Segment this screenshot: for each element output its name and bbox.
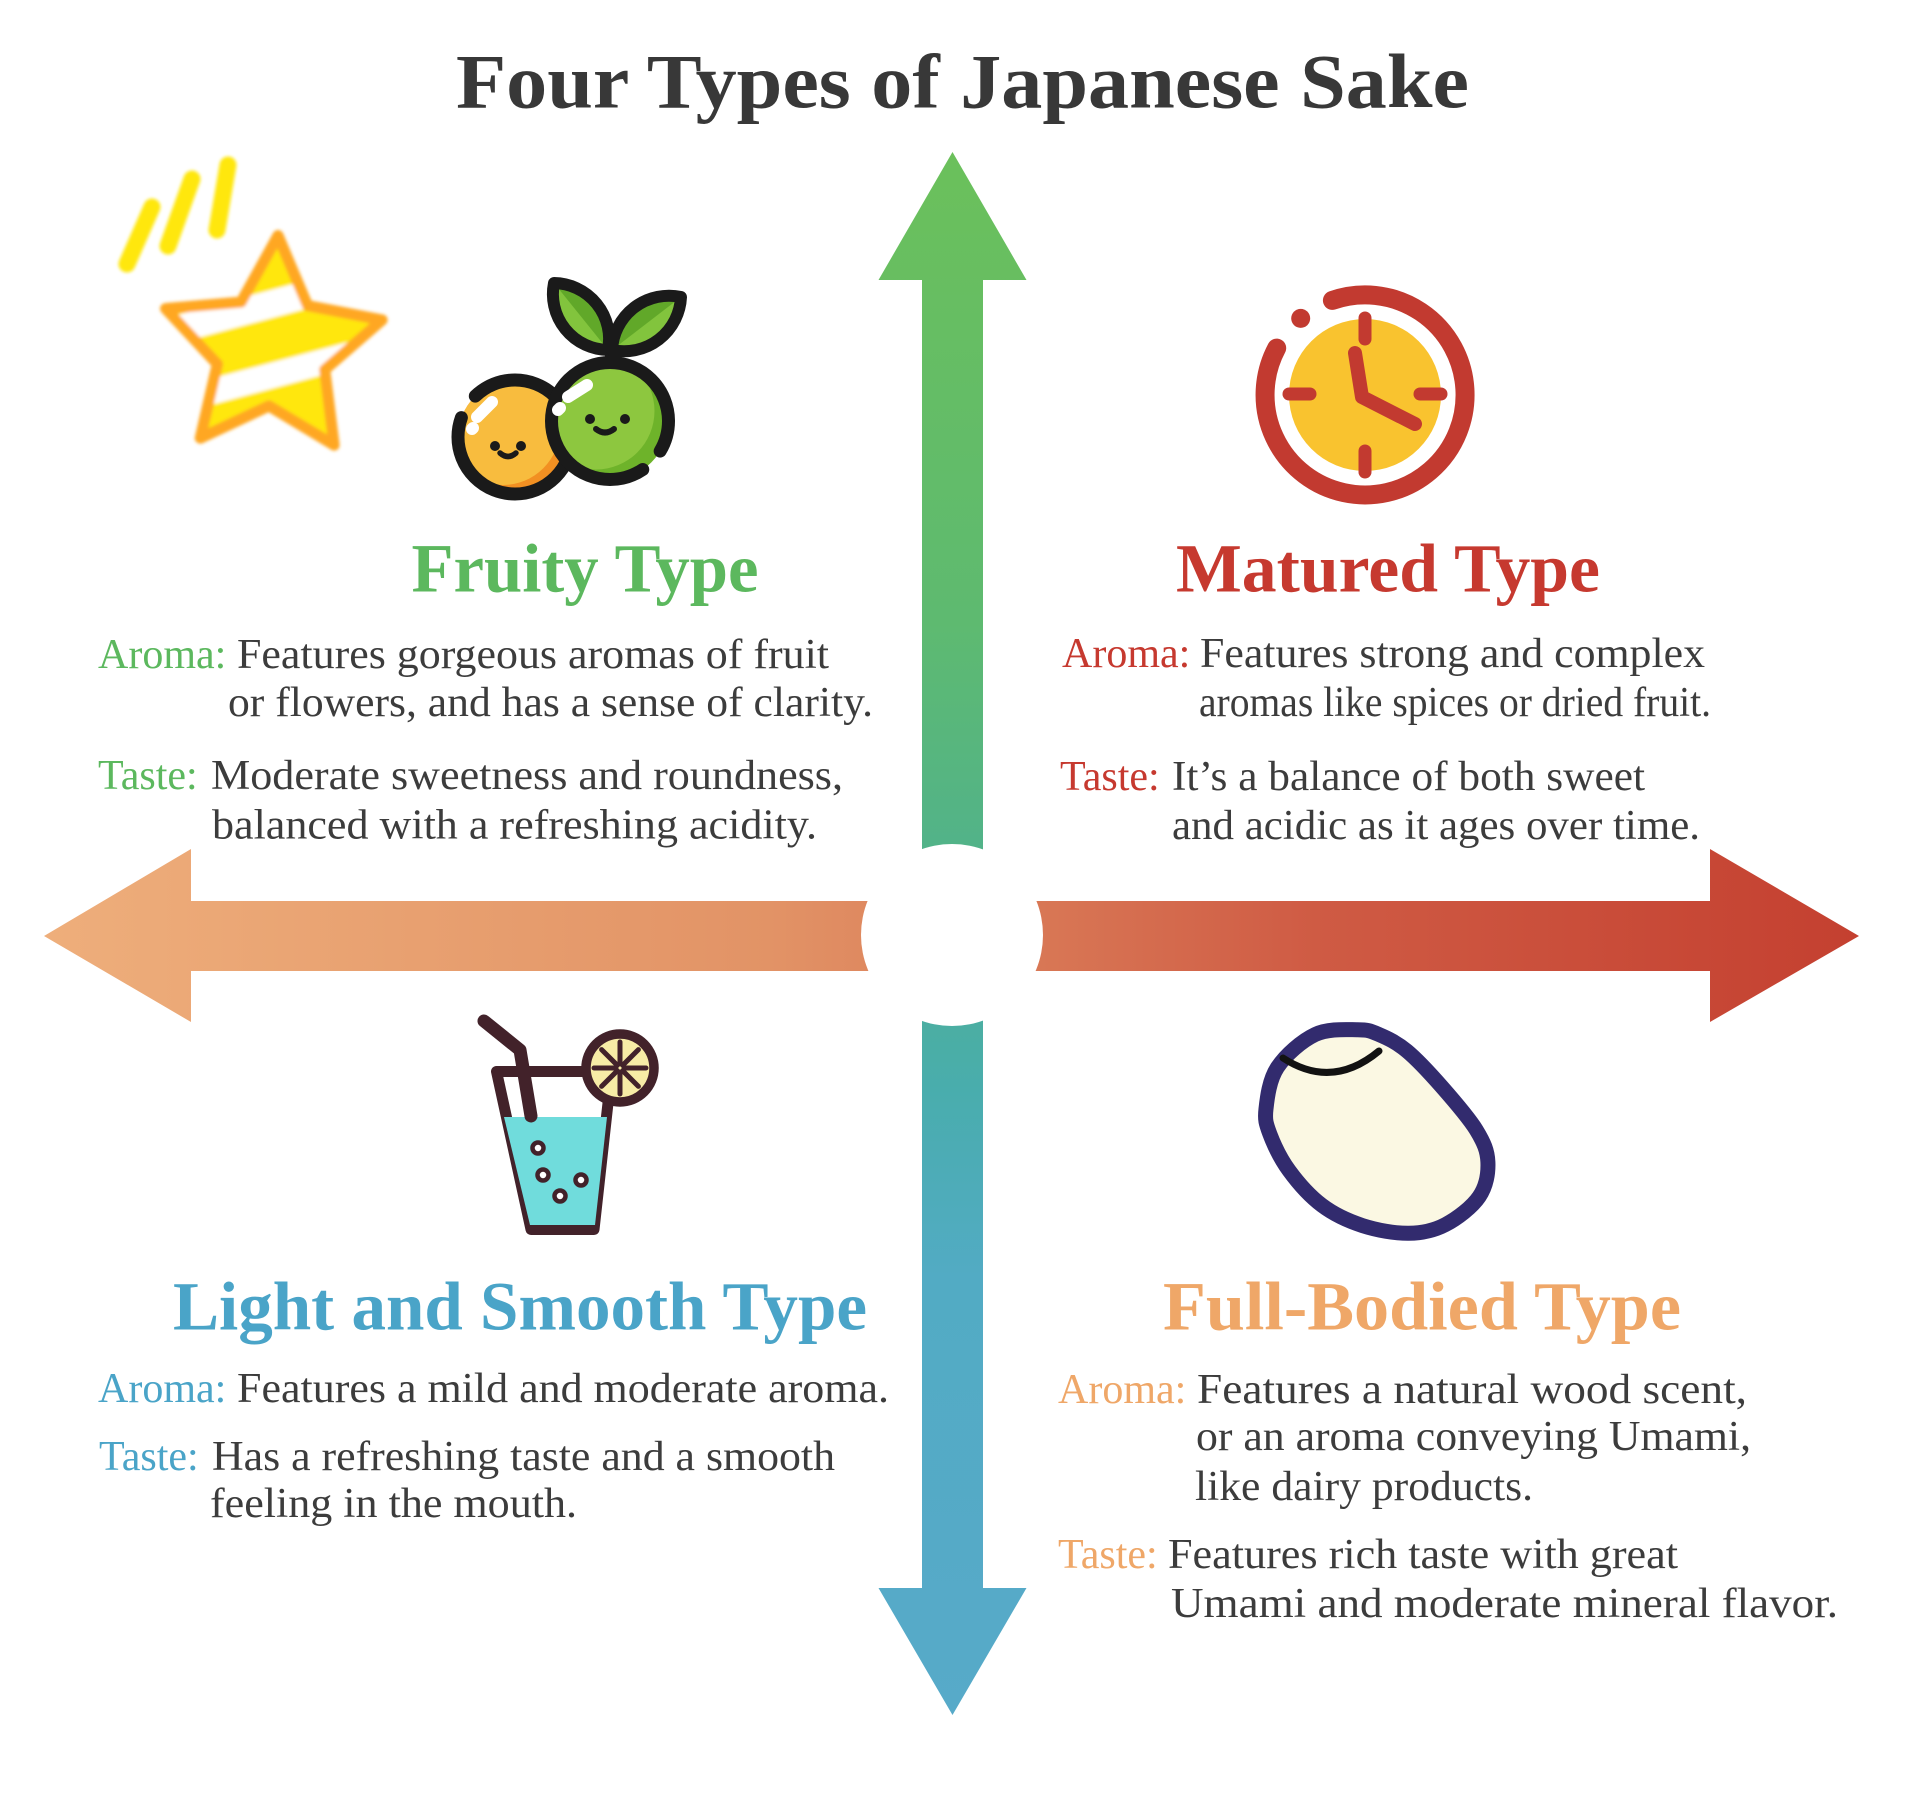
svg-text:Features a mild and moderate a: Features a mild and moderate aroma.: [237, 1366, 889, 1412]
svg-text:Taste:: Taste:: [1060, 754, 1160, 800]
svg-text:Fruity Type: Fruity Type: [412, 531, 759, 607]
svg-text:Full-Bodied Type: Full-Bodied Type: [1163, 1269, 1681, 1345]
svg-text:or flowers, and has a sense of: or flowers, and has a sense of clarity.: [228, 680, 873, 726]
svg-text:It’s a balance of both sweet: It’s a balance of both sweet: [1172, 754, 1645, 800]
svg-text:Taste:: Taste:: [98, 753, 198, 799]
svg-text:Features a natural wood scent,: Features a natural wood scent,: [1197, 1367, 1747, 1413]
svg-text:Taste:: Taste:: [1058, 1532, 1158, 1578]
svg-text:aromas like spices or dried fr: aromas like spices or dried fruit.: [1199, 680, 1711, 726]
svg-text:Has a refreshing taste and a s: Has a refreshing taste and a smooth: [212, 1434, 835, 1480]
svg-text:feeling in the mouth.: feeling in the mouth.: [210, 1481, 577, 1527]
svg-text:Moderate sweetness and roundne: Moderate sweetness and roundness,: [211, 753, 843, 799]
svg-text:Features rich taste with great: Features rich taste with great: [1168, 1532, 1678, 1578]
svg-text:Aroma:: Aroma:: [98, 1366, 226, 1412]
svg-text:Matured Type: Matured Type: [1176, 531, 1600, 607]
svg-text:or an aroma conveying Umami,: or an aroma conveying Umami,: [1196, 1414, 1751, 1460]
svg-text:Features gorgeous aromas of fr: Features gorgeous aromas of fruit: [237, 632, 829, 678]
svg-text:and acidic as it ages over tim: and acidic as it ages over time.: [1172, 803, 1700, 849]
svg-text:Aroma:: Aroma:: [98, 632, 226, 678]
svg-text:Aroma:: Aroma:: [1058, 1367, 1186, 1413]
svg-text:Light and Smooth Type: Light and Smooth Type: [173, 1269, 867, 1345]
svg-text:Features strong and complex: Features strong and complex: [1200, 631, 1705, 677]
svg-text:balanced with a refreshing aci: balanced with a refreshing acidity.: [212, 803, 817, 849]
svg-text:Four Types of Japanese Sake: Four Types of Japanese Sake: [456, 39, 1469, 125]
svg-text:Aroma:: Aroma:: [1062, 631, 1190, 677]
svg-text:Taste:: Taste:: [99, 1434, 199, 1480]
svg-text:like dairy products.: like dairy products.: [1195, 1464, 1533, 1510]
svg-text:Umami and moderate mineral fla: Umami and moderate mineral flavor.: [1171, 1581, 1838, 1627]
